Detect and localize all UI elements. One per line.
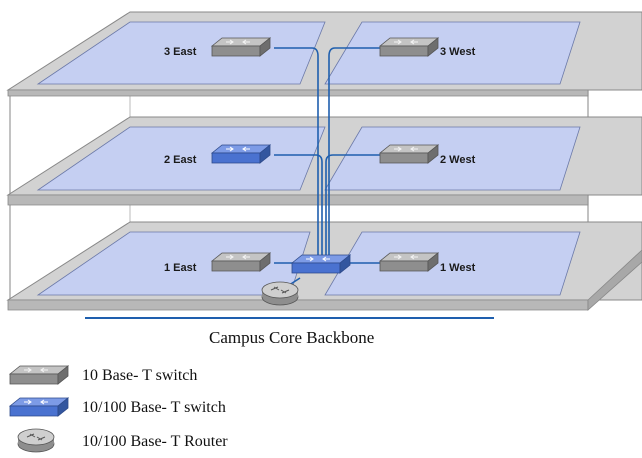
pad-2-west [324,126,581,191]
legend-item-label: 10/100 Base- T Router [82,433,228,450]
riser-cables [85,47,494,319]
switch-1-west [379,252,439,272]
gray-switch-icon [9,365,69,385]
blue-switch-icon [9,397,69,417]
label-1-west: 1 West [440,262,476,274]
core-router [261,281,299,306]
label-2-west: 2 West [440,154,476,166]
switch-3-east [211,37,271,57]
pad-1-west [324,231,581,296]
label-3-east: 3 East [164,46,197,58]
label-3-west: 3 West [440,46,476,58]
switch-3-west [379,37,439,57]
switch-1-east [211,252,271,272]
label-2-east: 2 East [164,154,197,166]
backbone-label: Campus Core Backbone [209,328,374,347]
pad-3-east [36,21,326,85]
legend: 10 Base- T switch 10/100 Base- T switch … [9,365,228,453]
floor-pads [36,21,581,296]
router-icon [17,428,55,453]
legend-item-label: 10 Base- T switch [82,367,197,384]
pad-3-west [324,21,581,85]
core-switch [291,254,351,274]
switch-2-east [211,144,271,164]
switch-2-west [379,144,439,164]
label-1-east: 1 East [164,262,197,274]
pad-2-east [36,126,326,191]
legend-item-label: 10/100 Base- T switch [82,399,226,416]
